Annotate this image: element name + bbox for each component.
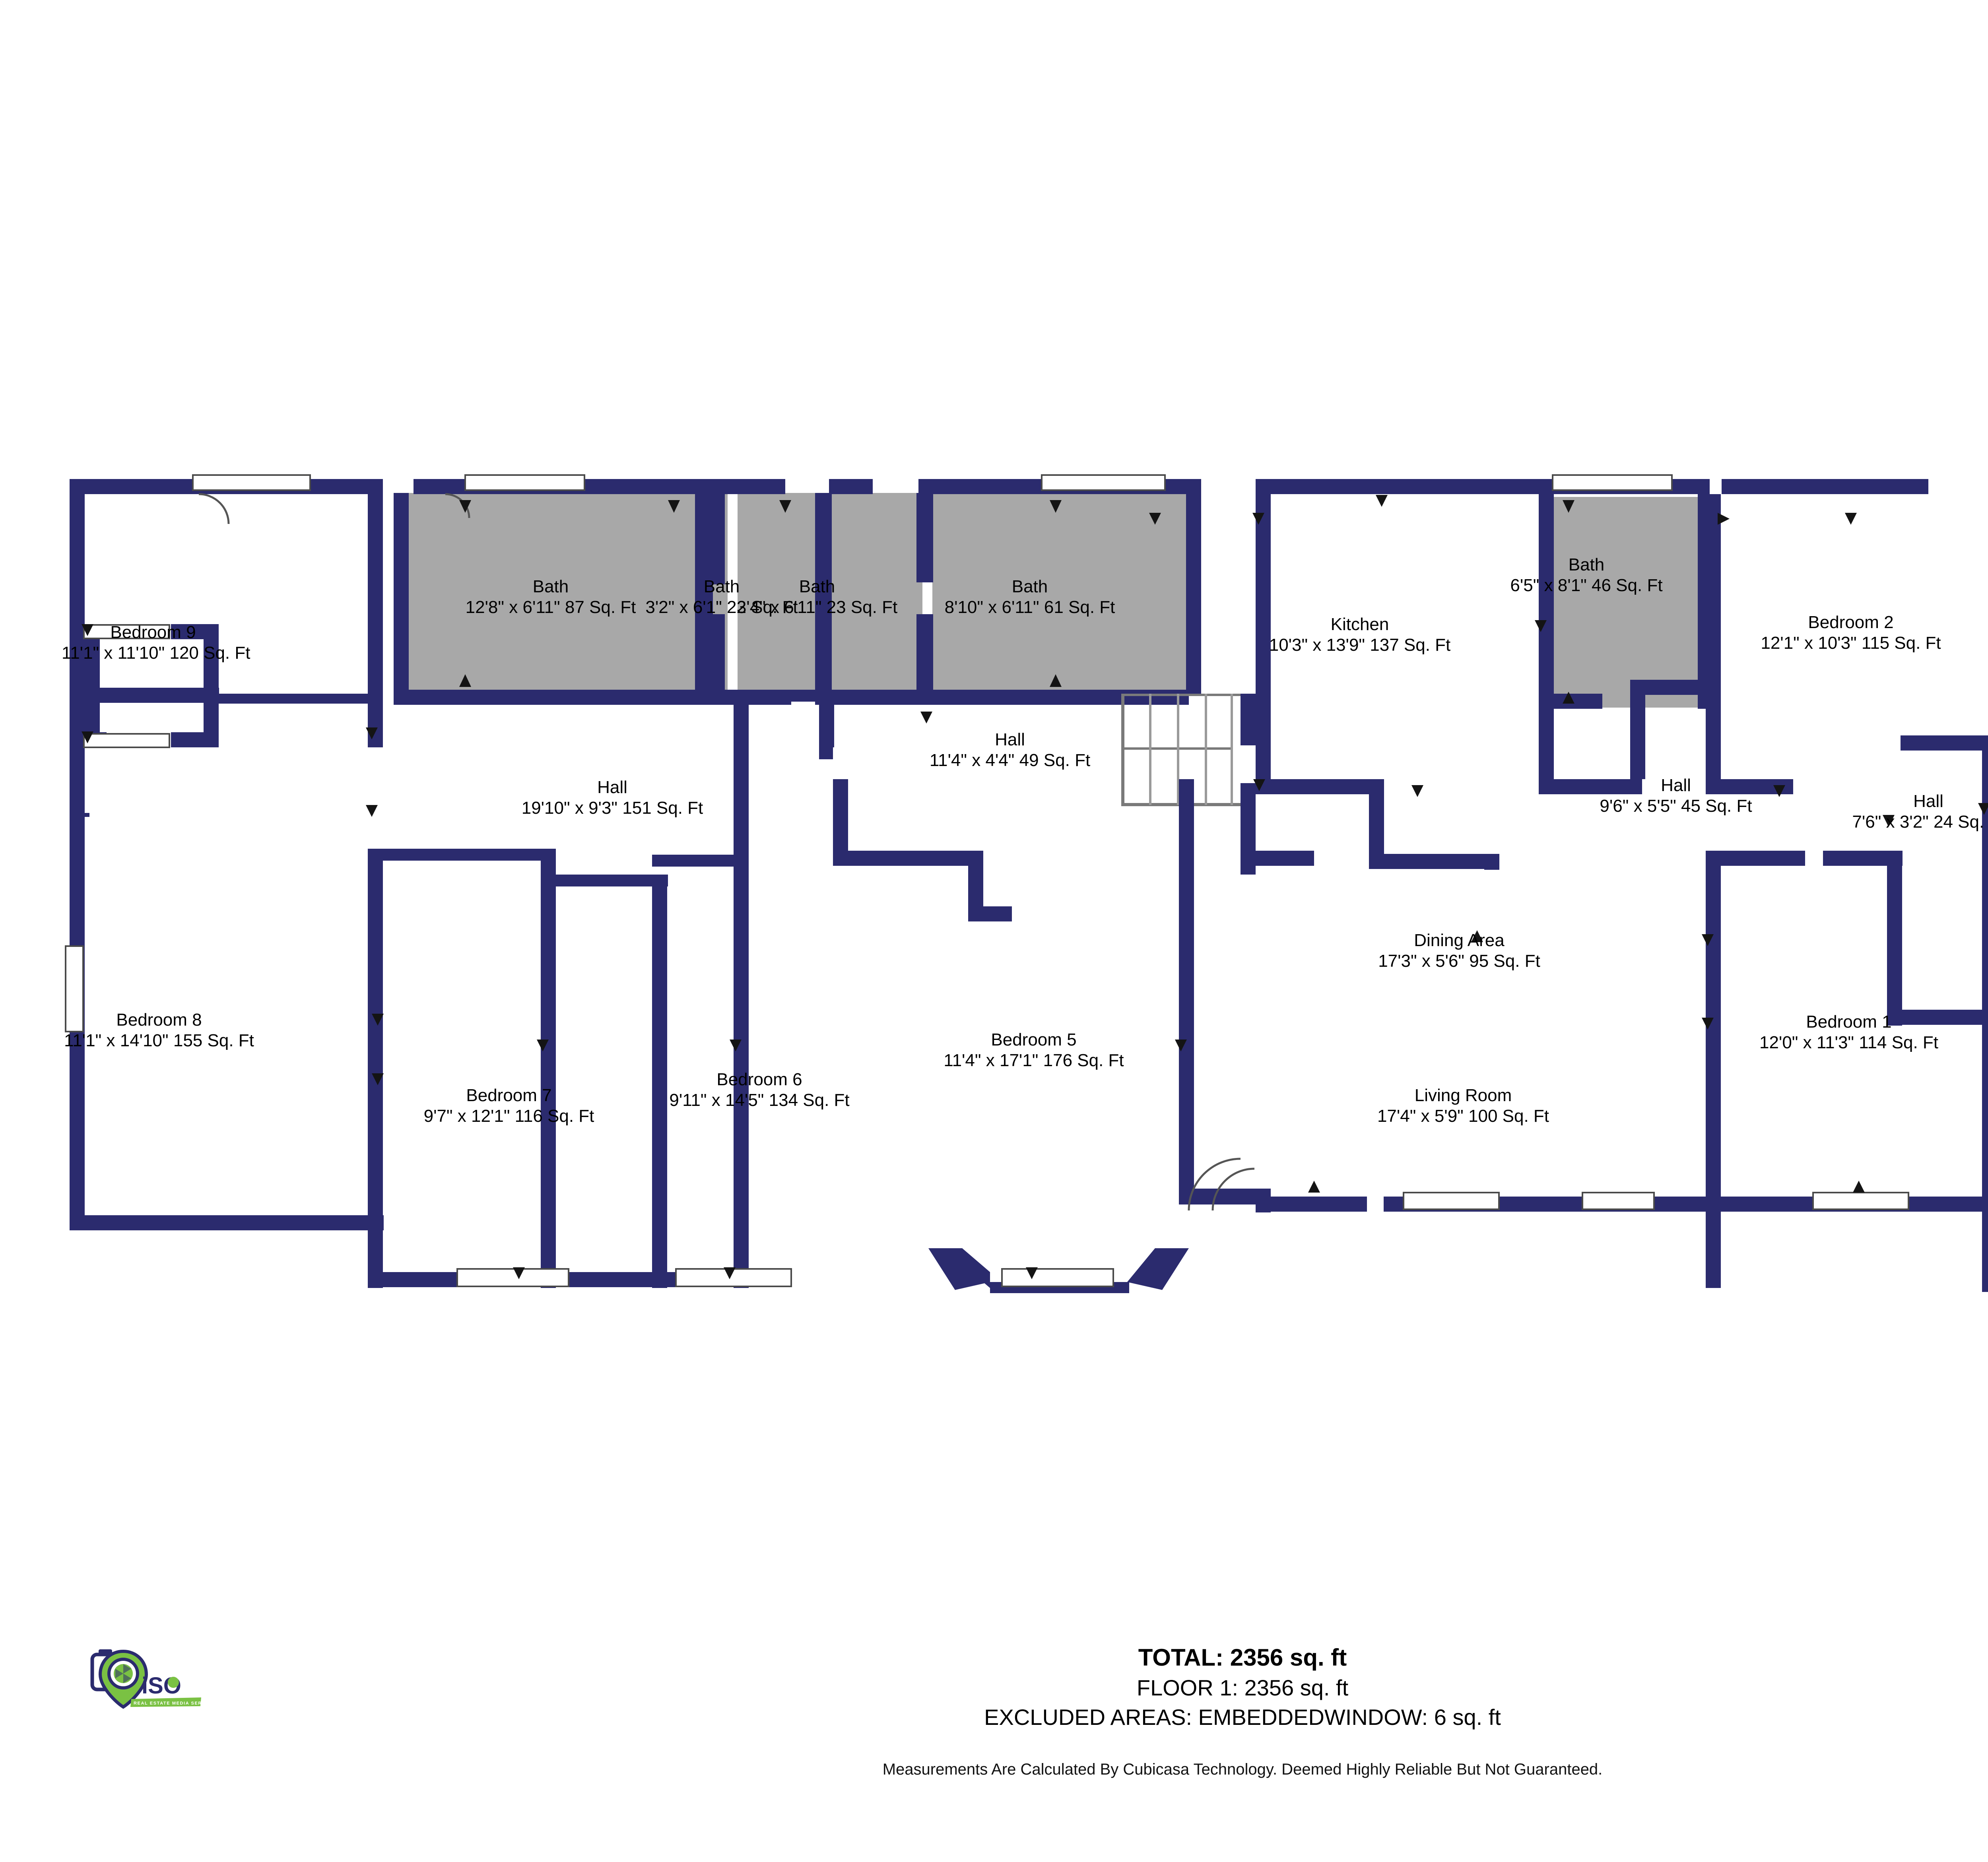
tagline-banner — [130, 1697, 201, 1707]
shutter-blades-icon — [115, 1664, 131, 1683]
excluded-areas-label: EXCLUDED AREAS: EMBEDDEDWINDOW: 6 sq. ft — [984, 1705, 1501, 1730]
drone-body-icon — [168, 1677, 179, 1688]
floor-1-area-label: FLOOR 1: 2356 sq. ft — [1136, 1675, 1349, 1701]
window-group — [65, 474, 1909, 1287]
brand-logo: iSO REAL ESTATE MEDIA SERVICES — [90, 1649, 206, 1709]
logo-tagline: REAL ESTATE MEDIA SERVICES — [134, 1701, 206, 1706]
door-marker-group — [82, 495, 1988, 1279]
total-area-label: TOTAL: 2356 sq. ft — [1138, 1644, 1347, 1671]
disclaimer-text: Measurements Are Calculated By Cubicasa … — [882, 1761, 1603, 1778]
camera-top-icon — [99, 1649, 112, 1656]
area-summary-footer: TOTAL: 2356 sq. ft FLOOR 1: 2356 sq. ft … — [0, 1642, 1988, 1779]
door-swing-group — [198, 493, 1255, 1211]
bath-shaded-regions — [394, 493, 1712, 708]
wall-group — [70, 479, 1988, 1293]
